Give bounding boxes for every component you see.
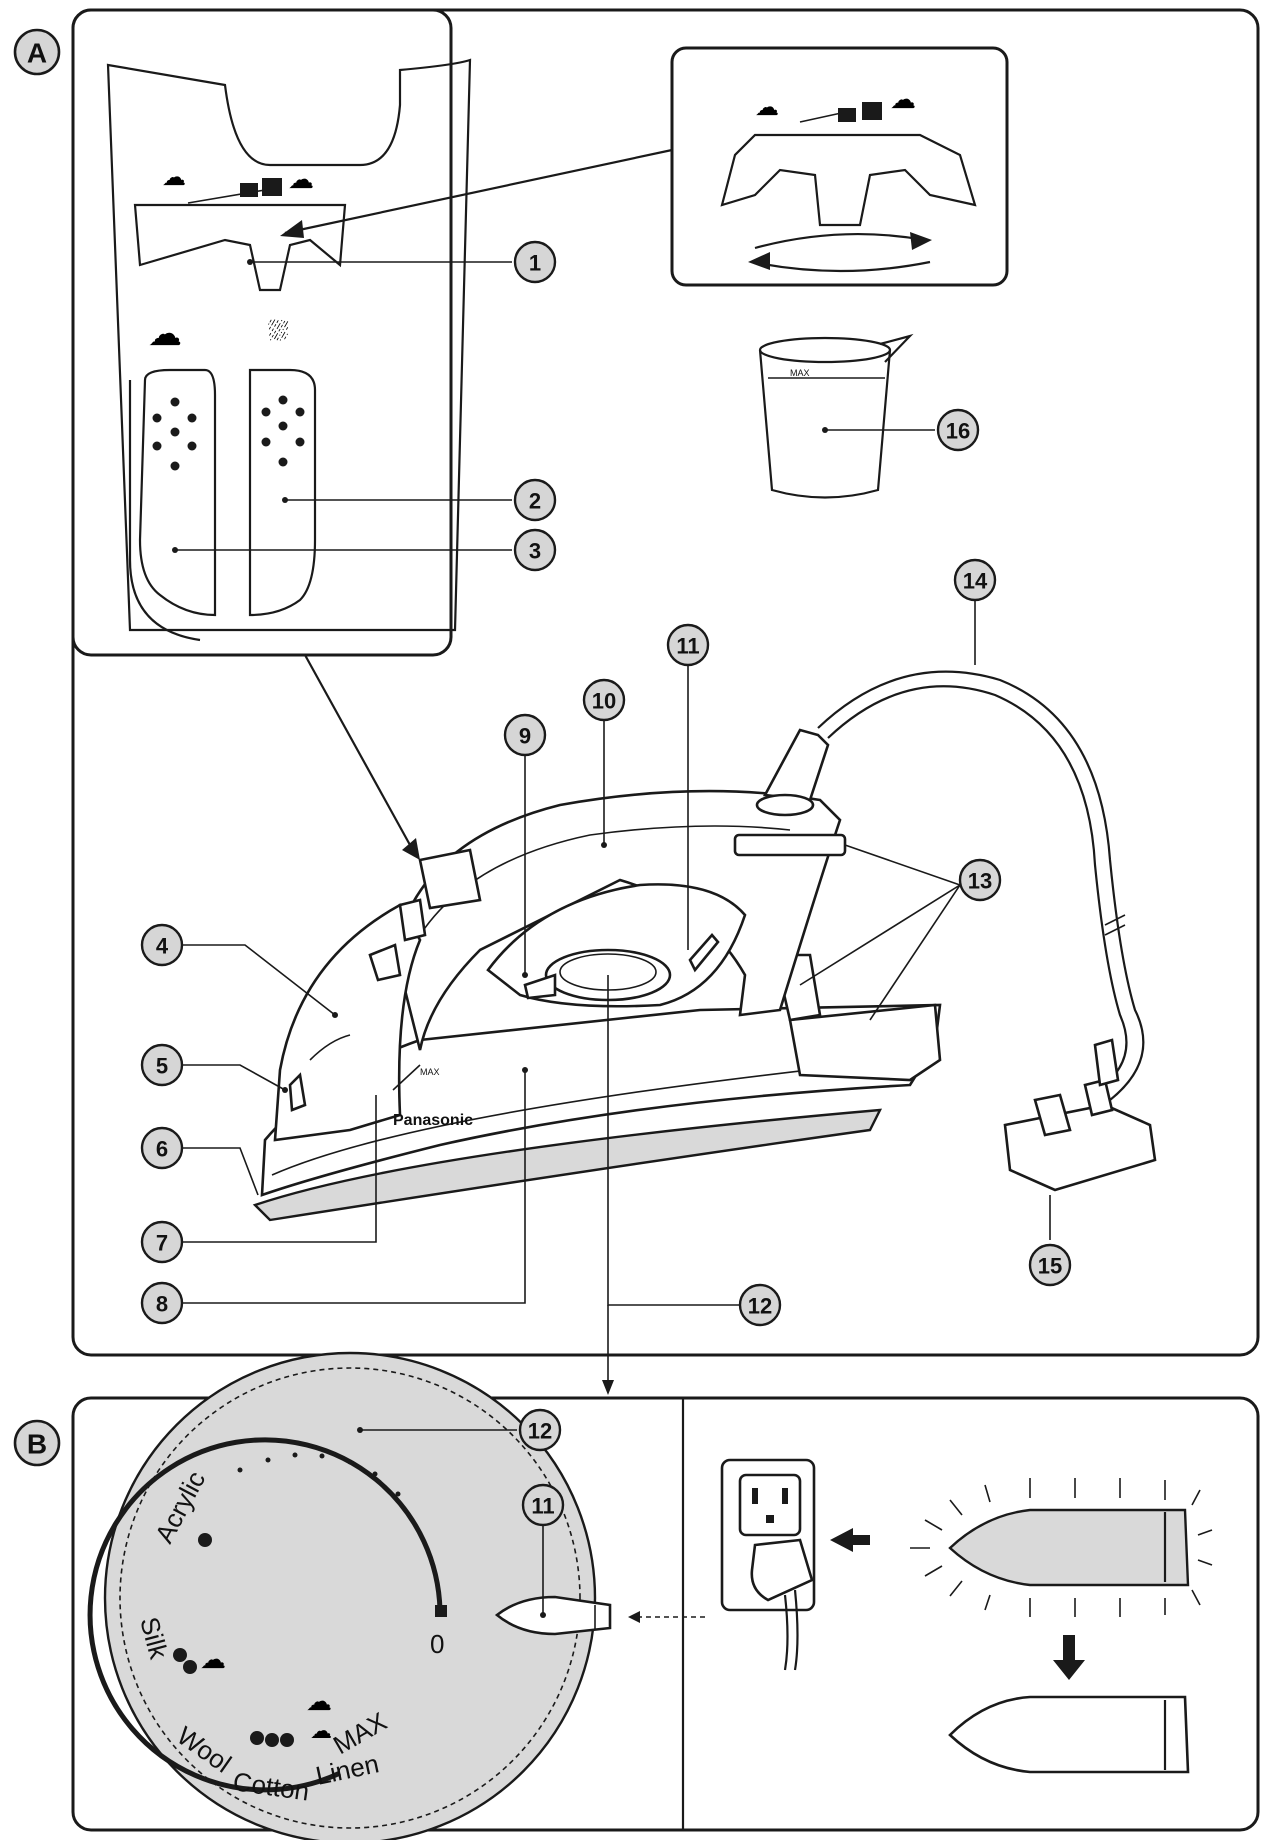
callout-b12: 12 xyxy=(518,1408,562,1452)
svg-text:A: A xyxy=(27,38,47,69)
dial-scale-arc xyxy=(87,1437,443,1793)
callout-5: 5 xyxy=(140,1043,184,1087)
svg-text:2: 2 xyxy=(529,489,541,514)
steam-selector-zoom: ☁ ☁ xyxy=(720,84,977,273)
lamp-on-off xyxy=(910,1478,1213,1774)
spray-nozzle xyxy=(288,1072,307,1112)
zoom-pointer-line xyxy=(284,148,673,235)
top-panel-detail-frame xyxy=(71,8,453,657)
lamp-shape xyxy=(494,1595,612,1636)
svg-text:15: 15 xyxy=(1038,1254,1062,1279)
svg-text:11: 11 xyxy=(676,634,699,659)
callout-9: 9 xyxy=(503,713,547,757)
shot-steam-icon: ☁ xyxy=(148,315,182,353)
callout-12: 12 xyxy=(738,1283,782,1327)
callout-15: 15 xyxy=(1028,1243,1072,1287)
svg-text:16: 16 xyxy=(946,419,970,444)
dial-detail: ☁ ☁ ☁ Acrylic Silk Wool Cotton Linen MAX… xyxy=(87,1351,597,1840)
shot-steam-dots xyxy=(152,397,197,471)
section-b-marker: B xyxy=(13,1419,61,1467)
lamp-off-arrow xyxy=(1053,1635,1085,1680)
svg-text:MAX: MAX xyxy=(790,368,810,378)
lamp-glow-rays xyxy=(910,1478,1213,1617)
lamp-off xyxy=(948,1695,1190,1774)
temperature-light xyxy=(688,933,720,973)
callout-3: 3 xyxy=(513,528,557,572)
svg-text:4: 4 xyxy=(156,934,169,959)
measuring-cup: MAX xyxy=(758,333,935,499)
callout-16: 16 xyxy=(936,408,980,452)
max-steam-icon: ☁ xyxy=(288,164,314,194)
iron-leader-lines xyxy=(182,600,1051,1395)
zoom-max-steam-icon: ☁ xyxy=(890,84,916,114)
svg-text:12: 12 xyxy=(748,1294,772,1319)
callout-4: 4 xyxy=(140,923,184,967)
steam-selector xyxy=(418,848,482,910)
plugged-plug xyxy=(750,1538,814,1602)
callout-11: 11 xyxy=(666,623,710,667)
svg-text:12: 12 xyxy=(528,1419,552,1444)
svg-text:8: 8 xyxy=(156,1292,168,1317)
callout-14: 14 xyxy=(953,558,997,602)
dial-ticks xyxy=(237,1452,401,1497)
svg-text:B: B xyxy=(27,1429,47,1460)
svg-text:3: 3 xyxy=(529,539,541,564)
steam-selector-outline xyxy=(133,203,347,292)
no-steam-icon: ☁ xyxy=(162,164,186,191)
shot-steam-button xyxy=(138,368,217,617)
steam-iron: Panasonic MAX xyxy=(252,670,1157,1222)
callout-2: 2 xyxy=(513,478,557,522)
callout-7: 7 xyxy=(140,1220,184,1264)
iron-heel xyxy=(788,1003,942,1082)
svg-text:1: 1 xyxy=(529,251,541,276)
steam-selector-zoom-frame xyxy=(670,46,1009,287)
lamp-on xyxy=(948,1508,1190,1587)
svg-text:5: 5 xyxy=(156,1054,168,1079)
temperature-dots xyxy=(173,1533,294,1747)
callout-6: 6 xyxy=(140,1126,184,1170)
zoom-no-steam-icon: ☁ xyxy=(755,94,779,121)
dial-max-steam-icon: ☁ xyxy=(306,1686,332,1716)
dial-max-steam-icon-2: ☁ xyxy=(310,1718,332,1743)
svg-text:7: 7 xyxy=(156,1231,168,1256)
rear-cover xyxy=(733,833,847,857)
soleplate xyxy=(252,1108,883,1222)
plug-in-arrow xyxy=(830,1528,870,1552)
section-a-marker: A xyxy=(13,28,61,76)
svg-text:MAX: MAX xyxy=(420,1067,440,1077)
callout-b11: 11 xyxy=(521,1483,565,1527)
dial-steam-icon: ☁ xyxy=(200,1644,226,1674)
spray-button xyxy=(248,368,317,617)
svg-text:6: 6 xyxy=(156,1137,168,1162)
callout-13: 13 xyxy=(958,858,1002,902)
svg-text:0: 0 xyxy=(430,1629,444,1659)
callout-10: 10 xyxy=(582,678,626,722)
callout-1: 1 xyxy=(513,240,557,284)
svg-text:13: 13 xyxy=(968,869,992,894)
spray-icon: ⛆ xyxy=(268,316,289,346)
svg-text:11: 11 xyxy=(531,1494,554,1519)
svg-text:Panasonic: Panasonic xyxy=(393,1112,473,1129)
power-cord xyxy=(817,670,1145,1101)
spray-dots xyxy=(261,395,305,467)
top-panel-detail: ☁ ☁ ☁ ⛆ xyxy=(106,58,512,642)
svg-text:10: 10 xyxy=(592,689,616,714)
callout-8: 8 xyxy=(140,1281,184,1325)
wall-socket xyxy=(720,1458,816,1671)
temperature-lamp-detail xyxy=(494,1525,705,1636)
svg-text:14: 14 xyxy=(963,569,988,594)
self-clean-button xyxy=(523,973,557,1000)
dial-face xyxy=(103,1351,597,1840)
svg-text:9: 9 xyxy=(519,724,531,749)
